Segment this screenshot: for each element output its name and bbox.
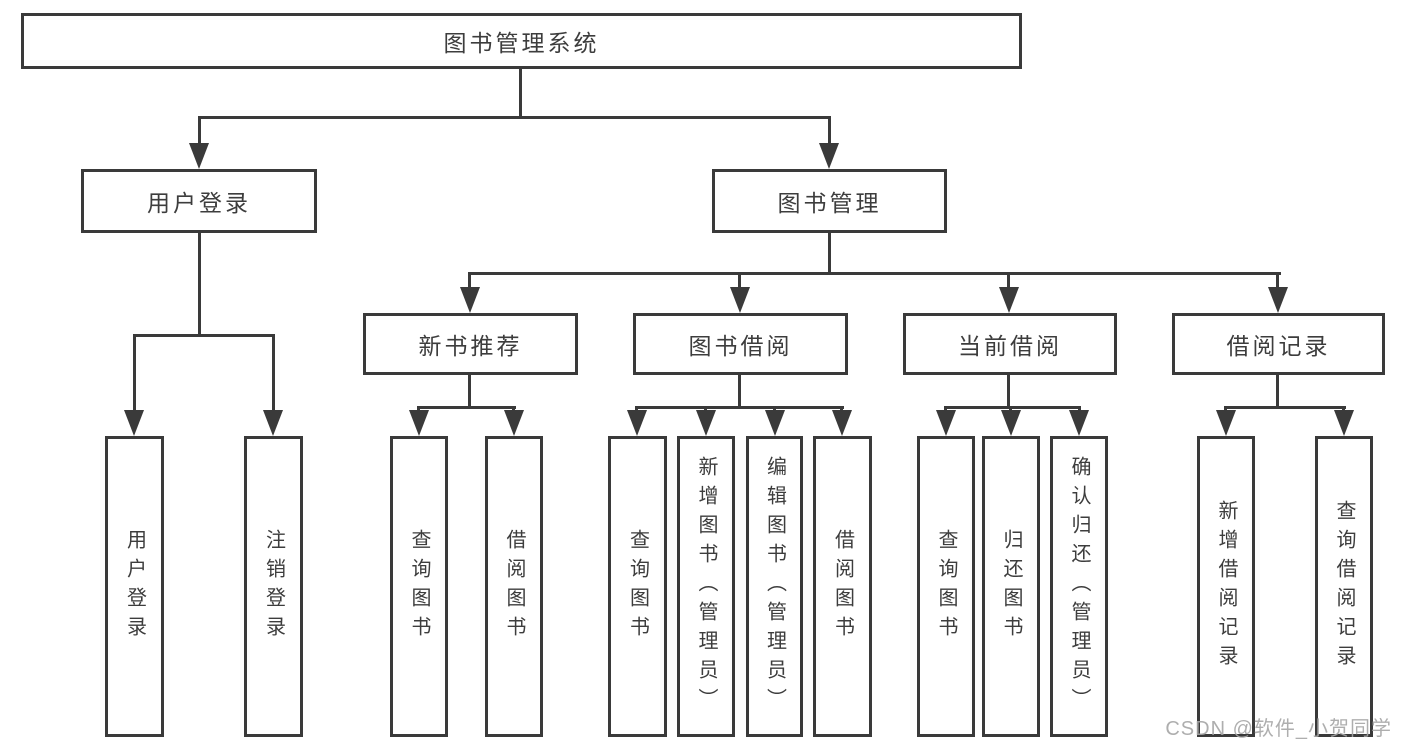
leaf-edit-books-admin: 编辑图书（管理员） (746, 436, 803, 737)
leaf-query-books-current: 查询图书 (917, 436, 975, 737)
arrowhead-leaf (1069, 410, 1089, 436)
leaf-query-books-borrowing: 查询图书 (608, 436, 667, 737)
connector-user-login-split (133, 334, 275, 337)
connector-current-stem (1007, 375, 1010, 409)
connector-drop-logout-leaf (272, 334, 275, 412)
node-current-borrowing: 当前借阅 (903, 313, 1117, 375)
leaf-borrow-books-recommend: 借阅图书 (485, 436, 543, 737)
connector-new-book-stem (468, 375, 471, 409)
arrowhead-leaf (504, 410, 524, 436)
arrowhead-borrowing (730, 287, 750, 313)
leaf-confirm-return-admin: 确认归还（管理员） (1050, 436, 1108, 737)
connector-drop-login-leaf (133, 334, 136, 412)
arrowhead-leaf (409, 410, 429, 436)
leaf-user-login: 用户登录 (105, 436, 164, 737)
arrowhead-records (1268, 287, 1288, 313)
connector-drop-new-book (468, 272, 471, 290)
arrowhead-leaf (832, 410, 852, 436)
node-root-library-system: 图书管理系统 (21, 13, 1022, 69)
connector-drop-borrowing (738, 272, 741, 290)
leaf-query-books-recommend: 查询图书 (390, 436, 448, 737)
node-new-book-recommend: 新书推荐 (363, 313, 578, 375)
leaf-query-borrow-record: 查询借阅记录 (1315, 436, 1373, 737)
connector-drop-records (1276, 272, 1279, 290)
leaf-return-books: 归还图书 (982, 436, 1040, 737)
connector-book-mgmt-split (468, 272, 1281, 275)
arrowhead-book-mgmt (819, 143, 839, 169)
connector-current-split (944, 406, 1081, 409)
arrowhead-new-book (460, 287, 480, 313)
connector-book-mgmt-stem (828, 233, 831, 275)
node-borrowing-records: 借阅记录 (1172, 313, 1385, 375)
connector-drop-current (1007, 272, 1010, 290)
watermark-csdn: CSDN @软件_小贺同学 (1165, 718, 1392, 740)
arrowhead-user-login (189, 143, 209, 169)
leaf-add-borrow-record: 新增借阅记录 (1197, 436, 1255, 737)
arrowhead-leaf (936, 410, 956, 436)
connector-drop-book-mgmt (828, 116, 831, 146)
arrowhead-leaf (765, 410, 785, 436)
leaf-add-books-admin: 新增图书（管理员） (677, 436, 735, 737)
arrowhead-leaf (627, 410, 647, 436)
arrowhead-leaf (1001, 410, 1021, 436)
connector-new-book-split (417, 406, 516, 409)
leaf-logout: 注销登录 (244, 436, 303, 737)
arrowhead-login-leaf (124, 410, 144, 436)
leaf-borrow-books: 借阅图书 (813, 436, 872, 737)
connector-records-stem (1276, 375, 1279, 409)
arrowhead-leaf (1334, 410, 1354, 436)
node-user-login: 用户登录 (81, 169, 317, 233)
connector-user-login-stem (198, 233, 201, 337)
node-book-borrowing: 图书借阅 (633, 313, 848, 375)
connector-borrowing-stem (738, 375, 741, 409)
arrowhead-current (999, 287, 1019, 313)
connector-root-stem (519, 69, 522, 119)
arrowhead-leaf (1216, 410, 1236, 436)
connector-drop-user-login (198, 116, 201, 146)
connector-records-split (1224, 406, 1346, 409)
node-book-management: 图书管理 (712, 169, 947, 233)
arrowhead-leaf (696, 410, 716, 436)
arrowhead-logout-leaf (263, 410, 283, 436)
connector-root-split (198, 116, 831, 119)
connector-borrowing-split (635, 406, 844, 409)
